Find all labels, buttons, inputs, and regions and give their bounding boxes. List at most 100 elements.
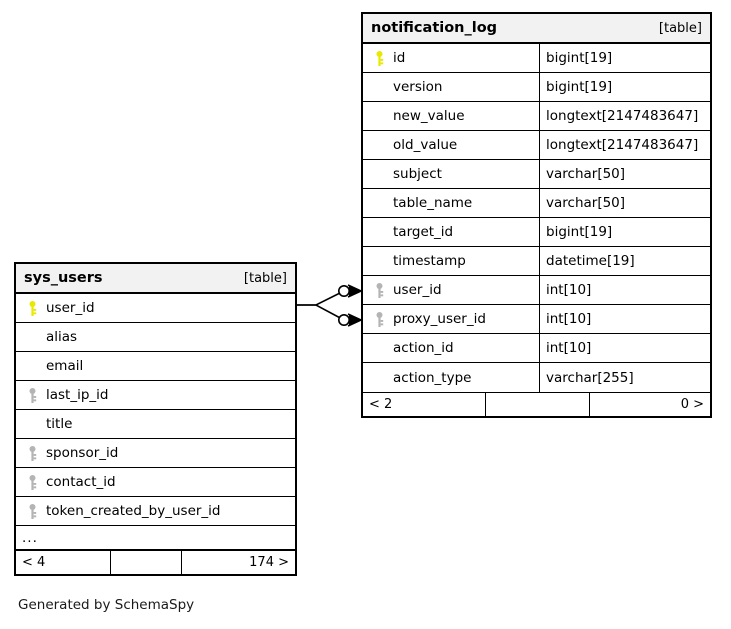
crowsfoot-marker-user_id bbox=[337, 284, 362, 298]
column-name-cell: action_type bbox=[363, 363, 539, 392]
column-name-label: new_value bbox=[393, 108, 465, 124]
column-type-label: bigint[19] bbox=[539, 73, 710, 101]
column-type-label: int[10] bbox=[539, 305, 710, 333]
foreign-key-icon bbox=[369, 282, 389, 298]
column-row[interactable]: email bbox=[16, 352, 295, 381]
column-type-label: bigint[19] bbox=[539, 44, 710, 72]
column-name-cell: last_ip_id bbox=[16, 381, 295, 409]
foreign-key-icon bbox=[22, 445, 42, 461]
column-type-label: varchar[50] bbox=[539, 189, 710, 217]
column-name-cell: token_created_by_user_id bbox=[16, 497, 295, 525]
column-name-cell: proxy_user_id bbox=[363, 305, 539, 333]
child-count-sys_users[interactable]: 174 > bbox=[249, 555, 289, 570]
column-name-cell: title bbox=[16, 410, 295, 438]
column-row[interactable]: subject varchar[50] bbox=[363, 160, 710, 189]
column-name-cell: alias bbox=[16, 323, 295, 351]
column-row[interactable]: contact_id bbox=[16, 468, 295, 497]
foreign-key-icon bbox=[369, 311, 389, 327]
column-name-label: token_created_by_user_id bbox=[46, 503, 221, 519]
column-name-label: sponsor_id bbox=[46, 445, 119, 461]
column-name-label: subject bbox=[393, 166, 442, 182]
foreign-key-icon bbox=[22, 387, 42, 403]
column-name-label: action_type bbox=[393, 369, 472, 386]
column-type-label: varchar[50] bbox=[539, 160, 710, 188]
column-name-cell: old_value bbox=[363, 131, 539, 159]
column-name-label: user_id bbox=[393, 282, 442, 298]
column-name-cell: new_value bbox=[363, 102, 539, 130]
column-row[interactable]: user_id int[10] bbox=[363, 276, 710, 305]
column-name-label: target_id bbox=[393, 224, 454, 240]
column-name-cell: email bbox=[16, 352, 295, 380]
relationship-line-user_id bbox=[297, 290, 345, 306]
column-name-label: title bbox=[46, 416, 73, 432]
column-name-cell: id bbox=[363, 44, 539, 72]
column-name-cell: table_name bbox=[363, 189, 539, 217]
column-type-label: datetime[19] bbox=[539, 247, 710, 275]
column-name-label: contact_id bbox=[46, 474, 116, 490]
column-type-label: varchar[255] bbox=[539, 363, 710, 392]
foreign-key-icon bbox=[22, 474, 42, 490]
diagram-credit: Generated by SchemaSpy bbox=[18, 597, 195, 613]
column-name-label: last_ip_id bbox=[46, 387, 109, 403]
column-name-cell: version bbox=[363, 73, 539, 101]
column-name-label: id bbox=[393, 50, 406, 66]
column-type-label: bigint[19] bbox=[539, 218, 710, 246]
child-count-notification_log[interactable]: 0 > bbox=[680, 397, 704, 412]
table-footer-notification_log: < 2 0 > bbox=[363, 392, 710, 416]
table-kind-notification_log: [table] bbox=[658, 20, 702, 36]
relationship-line-proxy_user_id bbox=[297, 304, 345, 321]
column-name-cell: target_id bbox=[363, 218, 539, 246]
column-name-label: user_id bbox=[46, 300, 95, 316]
column-name-label: table_name bbox=[393, 195, 473, 211]
primary-key-icon bbox=[369, 50, 389, 66]
column-row[interactable]: action_type varchar[255] bbox=[363, 363, 710, 392]
parent-count-sys_users[interactable]: < 4 bbox=[22, 555, 46, 570]
column-row[interactable]: token_created_by_user_id bbox=[16, 497, 295, 526]
crowsfoot-marker-proxy_user_id bbox=[337, 313, 362, 327]
column-name-cell: user_id bbox=[363, 276, 539, 304]
column-row[interactable]: user_id bbox=[16, 294, 295, 323]
column-row[interactable]: target_id bigint[19] bbox=[363, 218, 710, 247]
column-name-label: proxy_user_id bbox=[393, 311, 486, 327]
table-name-notification_log: notification_log bbox=[371, 20, 498, 36]
parent-count-notification_log[interactable]: < 2 bbox=[369, 397, 393, 412]
column-row[interactable]: last_ip_id bbox=[16, 381, 295, 410]
column-type-label: int[10] bbox=[539, 276, 710, 304]
table-header-notification_log: notification_log [table] bbox=[363, 14, 710, 44]
column-row[interactable]: title bbox=[16, 410, 295, 439]
column-row[interactable]: timestamp datetime[19] bbox=[363, 247, 710, 276]
column-name-cell: action_id bbox=[363, 334, 539, 362]
table-header-sys_users: sys_users [table] bbox=[16, 264, 295, 294]
column-row[interactable]: new_value longtext[2147483647] bbox=[363, 102, 710, 131]
column-name-label: timestamp bbox=[393, 253, 466, 269]
column-row[interactable]: proxy_user_id int[10] bbox=[363, 305, 710, 334]
table-kind-sys_users: [table] bbox=[243, 270, 287, 286]
column-type-label: longtext[2147483647] bbox=[539, 102, 710, 130]
column-name-cell: user_id bbox=[16, 294, 295, 322]
column-row[interactable]: sponsor_id bbox=[16, 439, 295, 468]
column-name-cell: contact_id bbox=[16, 468, 295, 496]
table-footer-sys_users: < 4 174 > bbox=[16, 550, 295, 574]
column-name-label: alias bbox=[46, 329, 78, 345]
column-name-label: old_value bbox=[393, 137, 458, 153]
column-name-cell: sponsor_id bbox=[16, 439, 295, 467]
foreign-key-icon bbox=[22, 503, 42, 519]
column-row[interactable]: alias bbox=[16, 323, 295, 352]
column-name-label: email bbox=[46, 358, 84, 374]
primary-key-icon bbox=[22, 300, 42, 316]
column-row[interactable]: id bigint[19] bbox=[363, 44, 710, 73]
footer-middle-notification_log bbox=[485, 393, 590, 416]
more-columns-indicator[interactable]: ... bbox=[16, 526, 295, 550]
footer-middle-sys_users bbox=[110, 551, 182, 574]
column-name-cell: subject bbox=[363, 160, 539, 188]
column-type-label: int[10] bbox=[539, 334, 710, 362]
column-row[interactable]: table_name varchar[50] bbox=[363, 189, 710, 218]
column-name-cell: timestamp bbox=[363, 247, 539, 275]
